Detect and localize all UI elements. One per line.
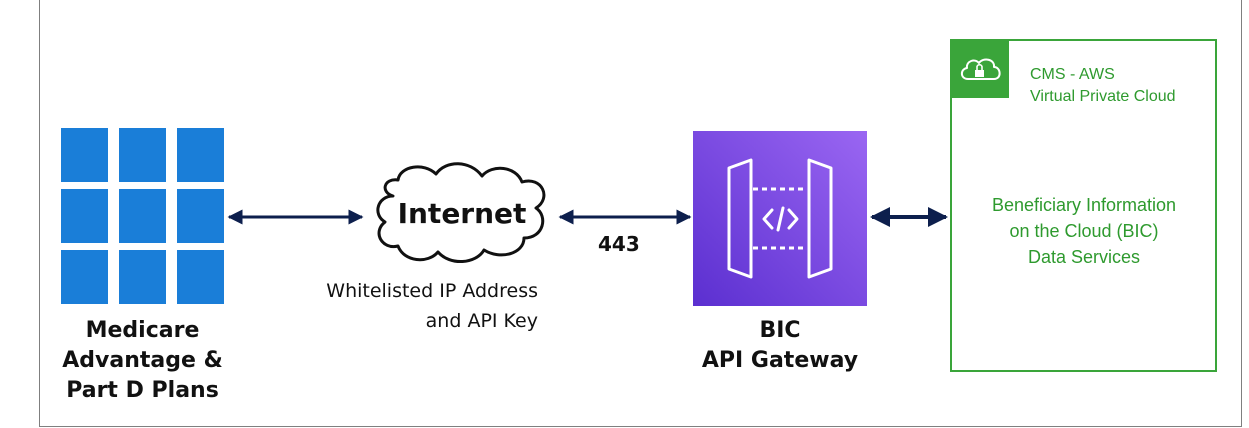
vpc-header: CMS - AWS Virtual Private Cloud bbox=[1030, 64, 1176, 108]
internet-label: Internet bbox=[397, 197, 527, 230]
vpc-header-line: Virtual Private Cloud bbox=[1030, 88, 1176, 105]
plans-label-line: Part D Plans bbox=[66, 378, 219, 403]
internet-caption-line: and API Key bbox=[425, 310, 538, 332]
vpc-header-line: CMS - AWS bbox=[1030, 66, 1115, 83]
vpc-service-line: on the Cloud (BIC) bbox=[1009, 221, 1159, 241]
vpc-service-label: Beneficiary Information on the Cloud (BI… bbox=[955, 192, 1213, 270]
plans-label-line: Medicare bbox=[85, 318, 200, 343]
internet-caption-line: Whitelisted IP Address bbox=[326, 280, 538, 302]
diagram-frame bbox=[39, 0, 1242, 427]
vpc-service-line: Data Services bbox=[1027, 247, 1141, 267]
plans-label-line: Advantage & bbox=[62, 348, 223, 373]
internet-caption: Whitelisted IP Address and API Key bbox=[266, 276, 538, 336]
cloud-lock-icon bbox=[951, 40, 1009, 98]
gateway-label: BIC API Gateway bbox=[680, 316, 880, 376]
vpc-service-line: Beneficiary Information bbox=[991, 195, 1177, 215]
gateway-label-line: API Gateway bbox=[701, 348, 859, 373]
gateway-label-line: BIC bbox=[759, 318, 801, 343]
api-gateway-icon bbox=[693, 131, 867, 306]
grid-tiles-icon bbox=[61, 128, 224, 304]
cloud-icon bbox=[376, 162, 546, 263]
port-label: 443 bbox=[598, 232, 640, 256]
vpc-container bbox=[950, 39, 1217, 372]
plans-label: Medicare Advantage & Part D Plans bbox=[40, 316, 245, 406]
